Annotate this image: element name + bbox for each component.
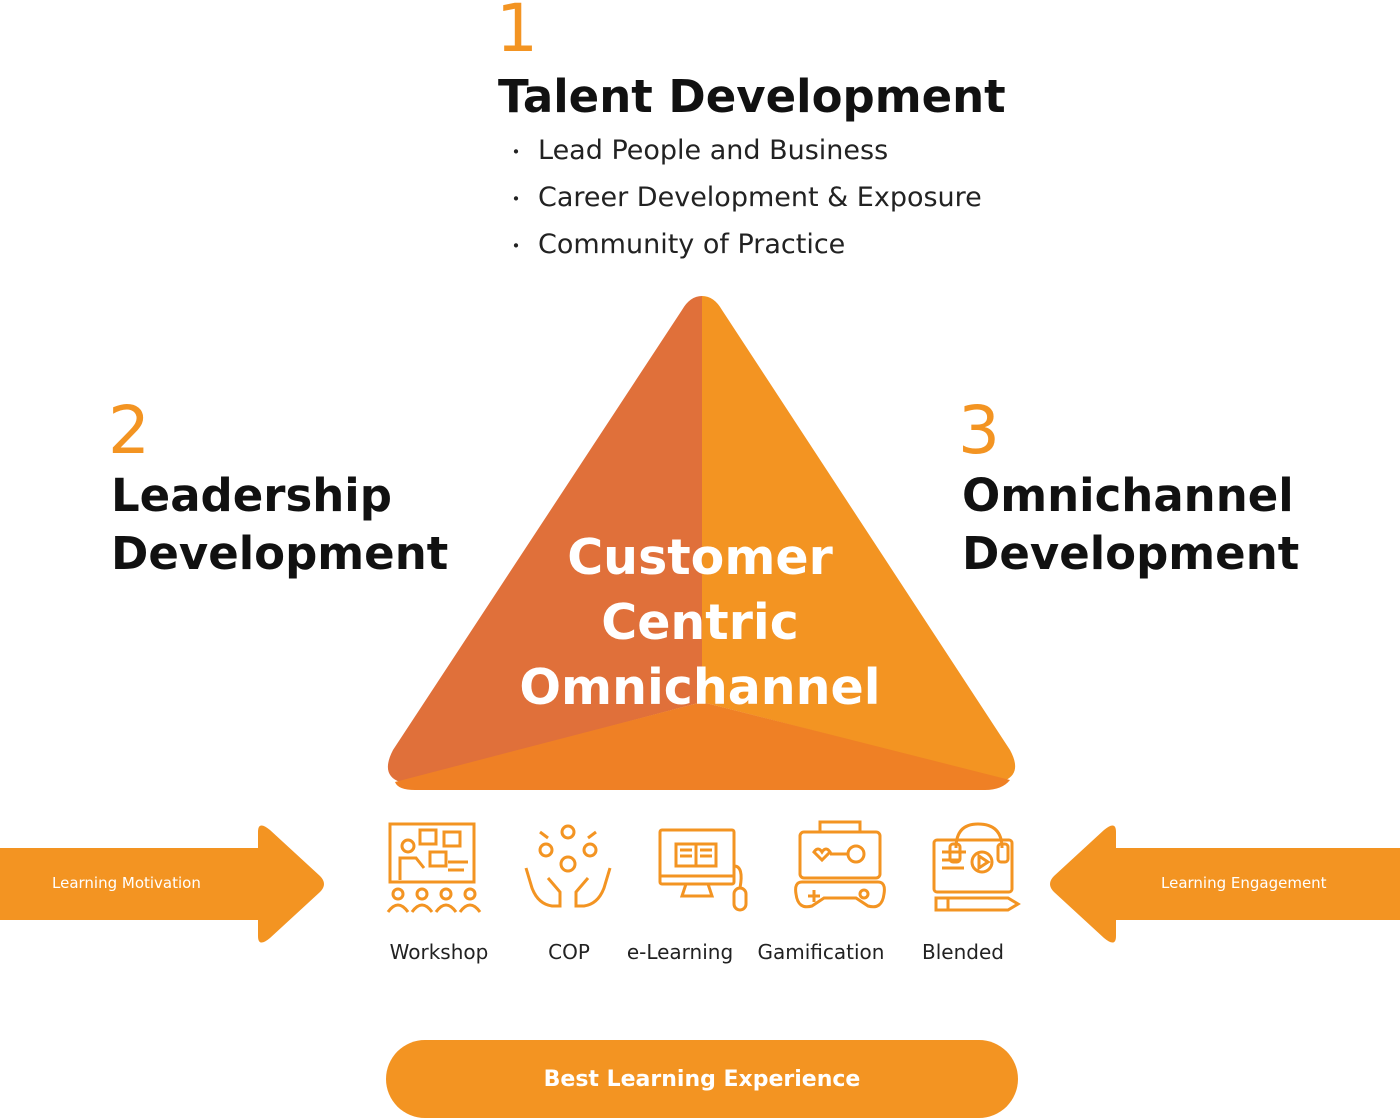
gamification-icon: [794, 820, 886, 909]
learning-engagement-arrow: [1050, 825, 1400, 943]
learning-motivation-label: Learning Motivation: [52, 874, 201, 892]
triangle-left-face: [387, 296, 702, 782]
method-gamification: [770, 818, 910, 914]
center-line-3: Omnichannel: [519, 659, 881, 716]
blended-icon: [932, 822, 1021, 912]
method-label-cop: COP: [548, 940, 590, 964]
method-workshop: [364, 818, 504, 914]
method-e-learning: [632, 818, 772, 914]
learning-motivation-arrow: [0, 825, 324, 943]
triangle-bottom-face: [395, 702, 1010, 790]
method-label-workshop: Workshop: [389, 940, 489, 964]
pillar-2-title: Leadership Development: [111, 469, 449, 580]
method-cop: [498, 818, 638, 914]
best-learning-experience-label: Best Learning Experience: [543, 1066, 861, 1092]
community-icon: [524, 824, 612, 908]
center-line-2: Centric: [601, 594, 799, 651]
center-line-1: Customer: [567, 529, 833, 586]
method-label-blended: Blended: [922, 940, 1004, 964]
pillar-1-bullet-list: ・Lead People and Business ・Career Develo…: [506, 128, 982, 269]
learning-engagement-label: Learning Engagement: [1161, 874, 1327, 892]
triangle-diagram: [387, 296, 1016, 790]
workshop-icon: [386, 822, 482, 913]
center-label: Customer Centric Omnichannel: [480, 525, 920, 720]
method-label-e-learning: e-Learning: [626, 940, 734, 964]
pillar-3-title: Omnichannel Development: [962, 469, 1300, 580]
pillar-2-number: 2: [108, 392, 150, 469]
bullet-item: ・Lead People and Business: [506, 135, 889, 166]
pillar-1-title: Talent Development: [498, 70, 1006, 123]
method-label-gamification: Gamification: [757, 940, 885, 964]
bullet-item: ・Community of Practice: [506, 229, 846, 260]
e-learning-icon: [658, 828, 748, 912]
bullet-item: ・Career Development & Exposure: [506, 182, 982, 213]
pillar-3-number: 3: [958, 392, 1000, 469]
method-blended: [906, 818, 1046, 914]
pillar-1-number: 1: [496, 0, 538, 67]
best-learning-experience-pill: Best Learning Experience: [386, 1040, 1018, 1118]
triangle-right-face: [702, 296, 1016, 780]
